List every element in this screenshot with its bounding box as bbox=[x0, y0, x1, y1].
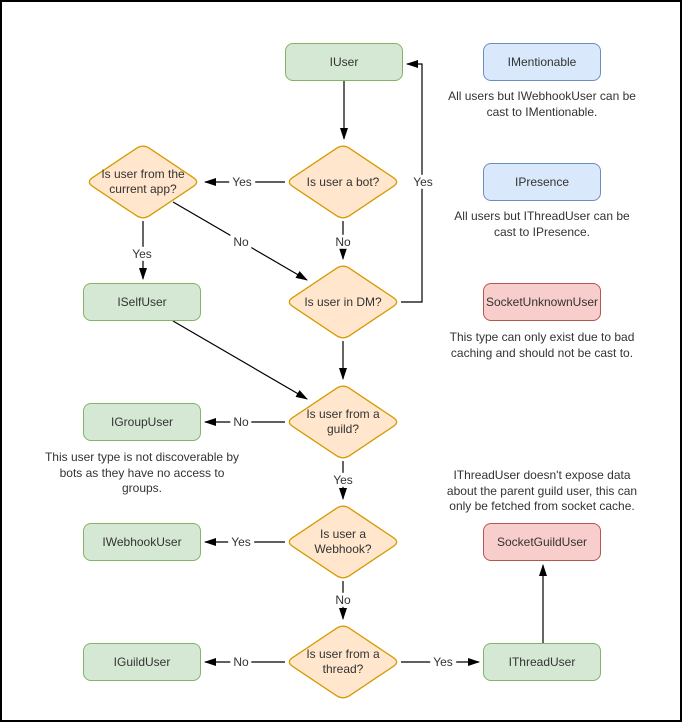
edge-label-current-app-no: No bbox=[230, 234, 252, 250]
edge-label-guild-no: No bbox=[230, 414, 252, 430]
decision-is-user-from-thread: Is user from a thread? bbox=[285, 623, 401, 701]
node-socketunknownuser-label: SocketUnknownUser bbox=[485, 294, 599, 309]
decision-is-user-a-bot-label: Is user a bot? bbox=[306, 174, 380, 189]
edge-label-guild-yes: Yes bbox=[330, 472, 356, 488]
node-iwebhookuser: IWebhookUser bbox=[83, 523, 201, 561]
decision-is-user-from-guild: Is user from a guild? bbox=[285, 383, 401, 461]
decision-is-user-from-current-app-label: Is user from the current app? bbox=[101, 167, 185, 196]
decision-is-user-from-thread-label: Is user from a thread? bbox=[306, 647, 380, 676]
node-imentionable: IMentionable bbox=[483, 43, 601, 81]
diamond-shape bbox=[288, 265, 398, 339]
diamond-shape bbox=[288, 505, 398, 579]
diamond-shape bbox=[88, 145, 198, 219]
annotation-ipresence-note: All users but IThreadUser can be cast to… bbox=[454, 209, 630, 239]
decision-is-user-from-current-app: Is user from the current app? bbox=[85, 143, 201, 221]
diamond-shape bbox=[288, 145, 398, 219]
edge-label-webhook-yes: Yes bbox=[228, 534, 254, 550]
node-ipresence-label: IPresence bbox=[514, 174, 570, 189]
annotation-socketunknownuser-note: This type can only exist due to bad cach… bbox=[449, 330, 635, 360]
annotation-igroupuser-note: This user type is not discoverable by bo… bbox=[44, 450, 240, 495]
node-socketguilduser: SocketGuildUser bbox=[483, 523, 601, 561]
edge-label-thread-yes: Yes bbox=[430, 654, 456, 670]
decision-is-user-a-bot: Is user a bot? bbox=[285, 143, 401, 221]
node-iselfuser-label: ISelfUser bbox=[117, 294, 167, 309]
decision-is-user-a-webhook-label: Is user a Webhook? bbox=[314, 527, 372, 556]
node-socketunknownuser: SocketUnknownUser bbox=[483, 283, 601, 321]
node-iguilduser: IGuildUser bbox=[83, 643, 201, 681]
diamond-shape bbox=[288, 385, 398, 459]
node-socketguilduser-label: SocketGuildUser bbox=[496, 534, 588, 549]
node-iwebhookuser-label: IWebhookUser bbox=[102, 534, 182, 549]
edge-label-dm-yes: Yes bbox=[410, 174, 436, 190]
annotation-imentionable-note: All users but IWebhookUser can be cast t… bbox=[448, 89, 636, 119]
node-ithreaduser-label: IThreadUser bbox=[508, 654, 576, 669]
node-iselfuser: ISelfUser bbox=[83, 283, 201, 321]
node-iuser-label: IUser bbox=[329, 54, 359, 69]
annotation-ithreaduser-note: IThreadUser doesn't expose data about th… bbox=[446, 468, 638, 513]
node-igroupuser-label: IGroupUser bbox=[110, 414, 174, 429]
decision-is-user-from-guild-label: Is user from a guild? bbox=[306, 407, 380, 436]
decision-is-user-in-dm-label: Is user in DM? bbox=[304, 294, 382, 309]
node-ithreaduser: IThreadUser bbox=[483, 643, 601, 681]
node-iguilduser-label: IGuildUser bbox=[113, 654, 171, 669]
node-ipresence: IPresence bbox=[483, 163, 601, 201]
edge-label-webhook-no: No bbox=[332, 592, 354, 608]
diamond-shape bbox=[288, 625, 398, 699]
edge-iselfuser-to-guild bbox=[172, 320, 308, 400]
decision-is-user-in-dm: Is user in DM? bbox=[285, 263, 401, 341]
decision-is-user-a-webhook: Is user a Webhook? bbox=[285, 503, 401, 581]
edge-label-current-app-yes: Yes bbox=[129, 246, 155, 262]
node-iuser: IUser bbox=[285, 43, 403, 81]
edge-label-bot-no: No bbox=[332, 234, 354, 250]
edge-label-bot-yes: Yes bbox=[229, 174, 255, 190]
edge-label-thread-no: No bbox=[230, 654, 252, 670]
node-imentionable-label: IMentionable bbox=[507, 54, 577, 69]
node-igroupuser: IGroupUser bbox=[83, 403, 201, 441]
